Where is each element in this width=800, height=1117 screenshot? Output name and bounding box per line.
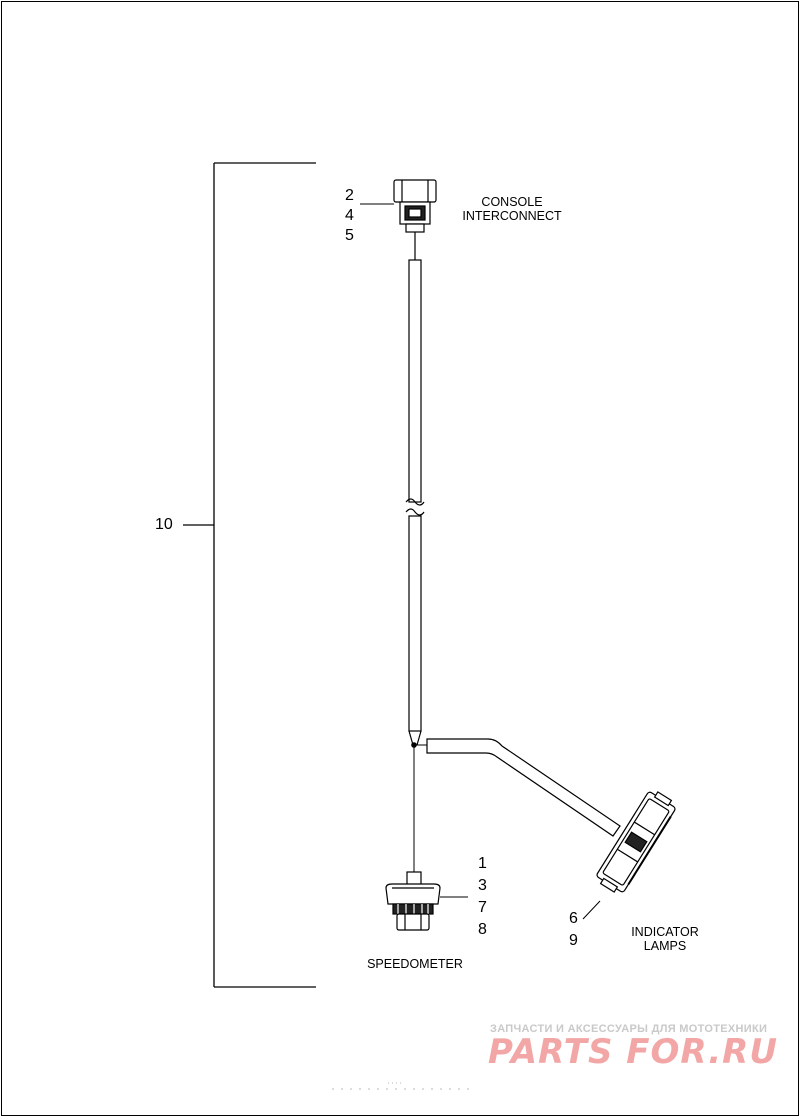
callout-2: 2: [345, 187, 354, 204]
indicator-leader-line: [582, 900, 601, 920]
callout-9: 9: [569, 932, 578, 949]
caption-indicator: INDICATOR LAMPS: [610, 925, 720, 953]
callout-4: 4: [345, 207, 354, 224]
caption-speedometer: SPEEDOMETER: [367, 957, 463, 971]
scan-noise: [332, 1082, 470, 1090]
main-harness: [405, 259, 425, 872]
harness-bracket: [183, 162, 316, 988]
console-connector: [393, 179, 437, 260]
callout-7: 7: [478, 899, 487, 916]
watermark-tagline: ЗАПЧАСТИ И АКСЕССУАРЫ ДЛЯ МОТОТЕХНИКИ: [490, 1023, 768, 1035]
indicator-branch: [414, 738, 621, 837]
caption-indicator-line1: INDICATOR: [631, 925, 699, 939]
caption-indicator-line2: LAMPS: [643, 939, 687, 953]
callout-1: 1: [478, 855, 487, 872]
callout-5: 5: [345, 227, 354, 244]
caption-console: CONSOLE INTERCONNECT: [457, 195, 567, 223]
caption-console-line2: INTERCONNECT: [462, 209, 562, 223]
speedometer-connector: [385, 871, 441, 931]
callout-10: 10: [155, 516, 173, 533]
callout-8: 8: [478, 921, 487, 938]
callout-6: 6: [569, 910, 578, 927]
watermark-logo: PARTS FOR.RU: [488, 1032, 778, 1072]
indicator-lamps-module: [596, 791, 676, 893]
callout-3: 3: [478, 877, 487, 894]
caption-console-line1: CONSOLE: [481, 195, 543, 209]
